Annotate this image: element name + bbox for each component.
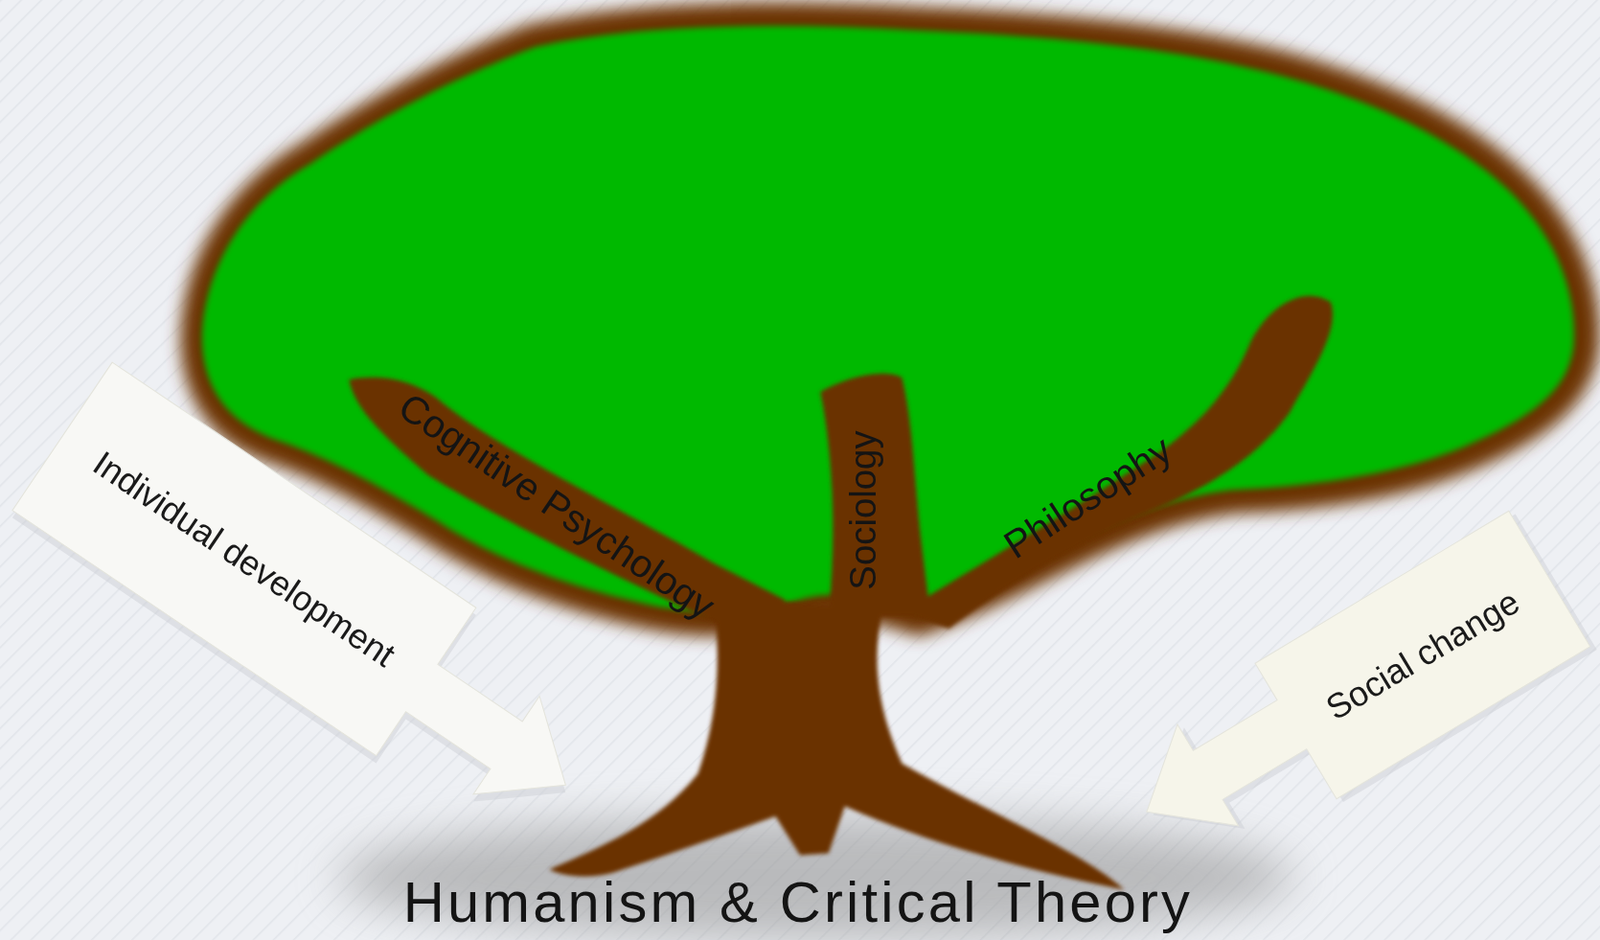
callout-body bbox=[12, 362, 620, 853]
canopy-edge bbox=[191, 14, 1589, 626]
root-label: Humanism & Critical Theory bbox=[403, 873, 1193, 932]
branch-label: Sociology bbox=[845, 430, 882, 590]
branch-right bbox=[902, 296, 1334, 629]
branch-middle bbox=[820, 373, 931, 618]
trunk bbox=[548, 596, 1125, 891]
callout-body bbox=[1109, 510, 1590, 887]
